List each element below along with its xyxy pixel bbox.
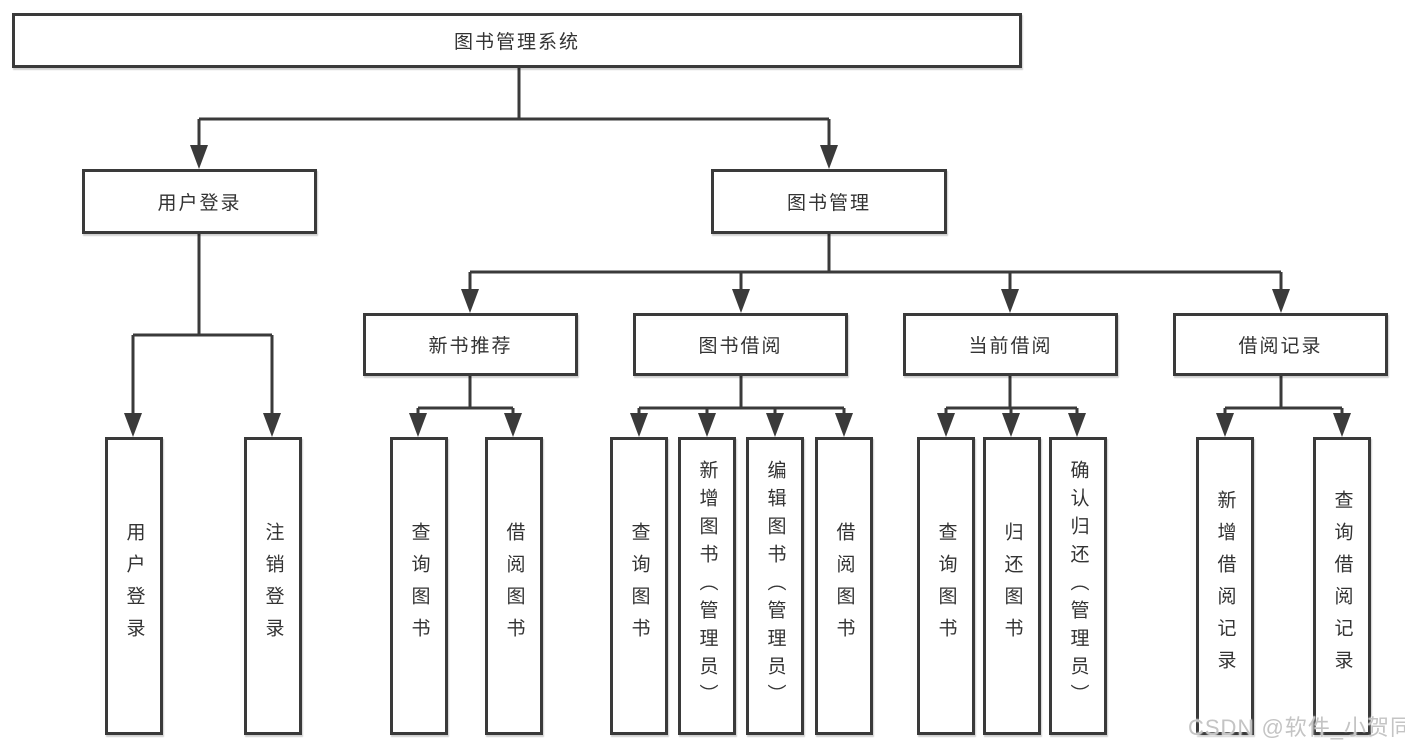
node-new-book-recommend: 新书推荐 (363, 313, 578, 376)
node-current-borrowing: 当前借阅 (903, 313, 1118, 376)
leaf-recommend-borrow-books-label: 借阅图书 (503, 522, 525, 650)
leaf-logout-label: 注销登录 (262, 522, 284, 650)
leaf-recommend-borrow-books: 借阅图书 (485, 437, 543, 735)
node-library-system: 图书管理系统 (12, 13, 1022, 68)
leaf-borrowing-borrow-books: 借阅图书 (815, 437, 873, 735)
leaf-user-login-label: 用户登录 (123, 522, 145, 650)
leaf-borrowing-query-books-label: 查询图书 (628, 522, 650, 650)
node-book-management: 图书管理 (711, 169, 947, 234)
leaf-confirm-return-admin-label: 确认归还（管理员） (1067, 460, 1089, 712)
leaf-user-login: 用户登录 (105, 437, 163, 735)
leaf-edit-book-admin: 编辑图书（管理员） (746, 437, 804, 735)
leaf-query-borrow-record-label: 查询借阅记录 (1331, 490, 1353, 682)
leaf-confirm-return-admin: 确认归还（管理员） (1049, 437, 1107, 735)
leaf-return-books-label: 归还图书 (1001, 522, 1023, 650)
leaf-add-book-admin-label: 新增图书（管理员） (696, 460, 718, 712)
node-book-borrowing: 图书借阅 (633, 313, 848, 376)
leaf-query-borrow-record: 查询借阅记录 (1313, 437, 1371, 735)
node-borrowing-records: 借阅记录 (1173, 313, 1388, 376)
node-user-login: 用户登录 (82, 169, 317, 234)
leaf-current-query-books: 查询图书 (917, 437, 975, 735)
leaf-add-borrow-record: 新增借阅记录 (1196, 437, 1254, 735)
leaf-borrowing-borrow-books-label: 借阅图书 (833, 522, 855, 650)
leaf-current-query-books-label: 查询图书 (935, 522, 957, 650)
leaf-return-books: 归还图书 (983, 437, 1041, 735)
csdn-watermark: CSDN @软件_小贺同学 (1188, 715, 1405, 740)
leaf-recommend-query-books-label: 查询图书 (408, 522, 430, 650)
leaf-edit-book-admin-label: 编辑图书（管理员） (764, 460, 786, 712)
leaf-recommend-query-books: 查询图书 (390, 437, 448, 735)
leaf-add-book-admin: 新增图书（管理员） (678, 437, 736, 735)
leaf-borrowing-query-books: 查询图书 (610, 437, 668, 735)
arrowheads (124, 145, 1351, 437)
leaf-logout: 注销登录 (244, 437, 302, 735)
leaf-add-borrow-record-label: 新增借阅记录 (1214, 490, 1236, 682)
